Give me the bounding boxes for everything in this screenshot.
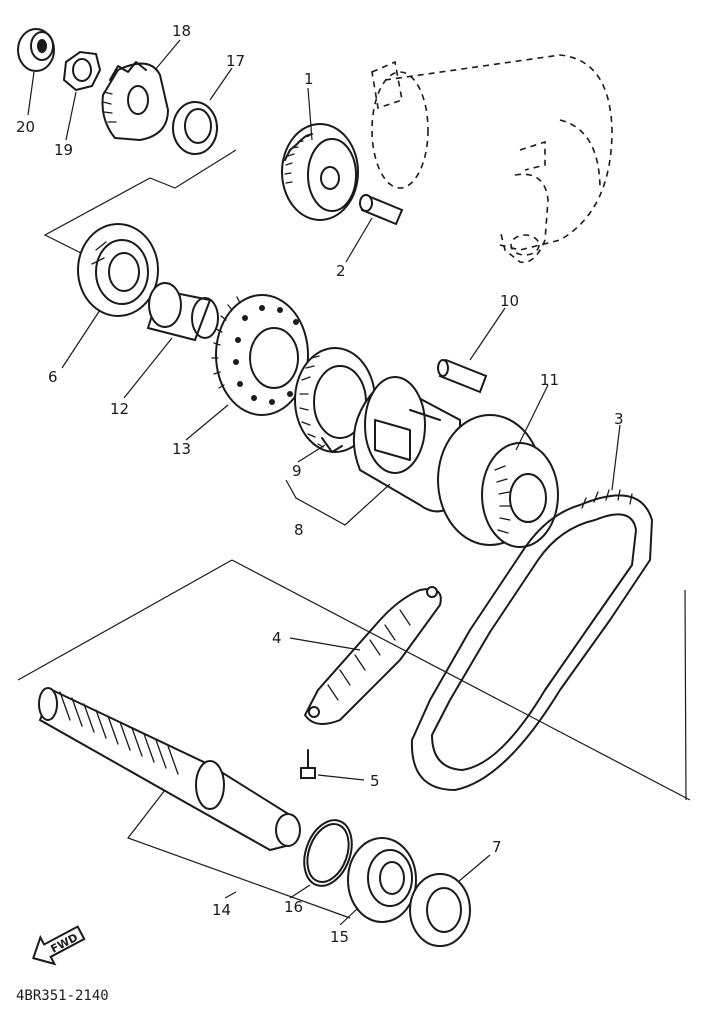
part-4-chain-guide bbox=[303, 586, 442, 725]
label-part-14: 14 bbox=[212, 901, 231, 919]
part-labels: 20 19 18 17 1 2 6 12 13 9 8 10 11 3 4 5 … bbox=[16, 22, 624, 946]
starter-motor bbox=[371, 54, 613, 264]
part-16-o-ring bbox=[303, 819, 353, 887]
label-part-5: 5 bbox=[370, 772, 380, 790]
drawing-code: 4BR351-2140 bbox=[16, 988, 109, 1004]
assembly-line-middle bbox=[17, 559, 233, 681]
label-part-1: 1 bbox=[304, 70, 314, 88]
label-part-9: 9 bbox=[292, 462, 302, 480]
part-20-nut bbox=[17, 28, 55, 72]
label-part-15: 15 bbox=[330, 928, 349, 946]
part-18-clutch-hub bbox=[101, 61, 170, 142]
label-part-16: 16 bbox=[284, 898, 303, 916]
part-7-oil-seal bbox=[409, 873, 471, 947]
part-2-pin bbox=[359, 194, 404, 226]
part-14-main-axle bbox=[38, 687, 301, 852]
label-part-10: 10 bbox=[500, 292, 519, 310]
label-part-6: 6 bbox=[48, 368, 58, 386]
label-part-12: 12 bbox=[110, 400, 129, 418]
label-part-18: 18 bbox=[172, 22, 191, 40]
part-10-pin bbox=[437, 358, 488, 394]
label-part-3: 3 bbox=[614, 410, 624, 428]
label-part-13: 13 bbox=[172, 440, 191, 458]
part-19-lock-washer bbox=[62, 50, 102, 92]
assembly-line-right bbox=[231, 559, 691, 801]
part-5-bolt bbox=[300, 749, 316, 779]
part-1-idler-gear bbox=[281, 123, 359, 221]
label-part-19: 19 bbox=[54, 141, 73, 159]
assembly-line-top bbox=[43, 149, 237, 256]
part-11-starter-clutch-gear bbox=[352, 376, 559, 548]
label-part-4: 4 bbox=[272, 629, 282, 647]
part-15-bearing bbox=[347, 837, 417, 923]
leader-lines bbox=[27, 39, 621, 926]
part-13-driven-sprocket bbox=[211, 294, 309, 416]
assembly-line-bottom bbox=[127, 789, 351, 919]
label-part-8: 8 bbox=[294, 521, 304, 539]
part-17-oil-seal bbox=[172, 101, 218, 155]
part-12-collar bbox=[146, 282, 219, 342]
assembly-line-side bbox=[684, 589, 687, 801]
label-part-11: 11 bbox=[540, 371, 559, 389]
part-3-chain bbox=[410, 489, 653, 791]
label-part-20: 20 bbox=[16, 118, 35, 136]
label-part-2: 2 bbox=[336, 262, 346, 280]
part-6-bearing bbox=[77, 223, 159, 317]
forward-arrow: FWD bbox=[31, 925, 86, 966]
label-part-17: 17 bbox=[226, 52, 245, 70]
label-part-7: 7 bbox=[492, 838, 502, 856]
